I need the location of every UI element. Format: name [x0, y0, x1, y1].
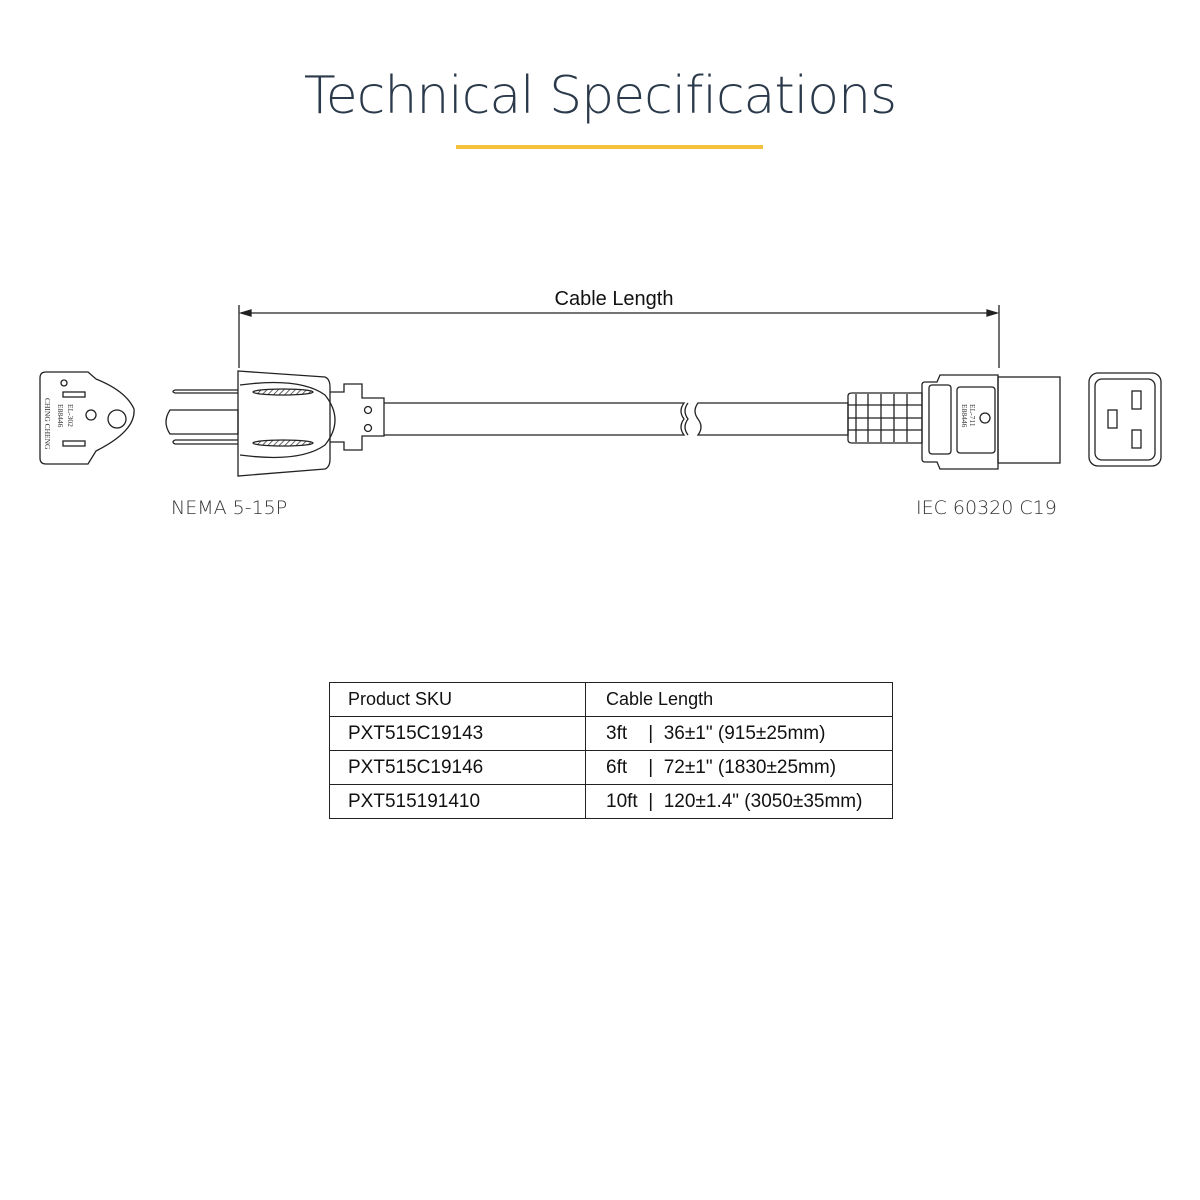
c19-connector-face-icon [1088, 372, 1162, 467]
nema-plug-face-icon [39, 371, 135, 465]
length-cell: 6ft | 72±1" (1830±25mm) [585, 750, 893, 785]
connector-marking-model: EL-711 [968, 404, 977, 427]
cable-diagram: EL-302 E88446 CHING CHENG EL-711 E88446 … [39, 288, 1162, 477]
table-header-row: Product SKU Cable Length [329, 682, 893, 717]
plug-marking-model: EL-302 [66, 404, 75, 427]
dimension-line [238, 305, 1000, 368]
title-underline [456, 145, 763, 149]
length-cell: 10ft | 120±1.4" (3050±35mm) [585, 784, 893, 819]
page-title: Technical Specifications [303, 66, 897, 126]
nema-plug-side-icon [165, 370, 385, 477]
connector-marking-file: E88446 [960, 404, 969, 428]
dimension-label: Cable Length [555, 288, 674, 310]
spec-table: Product SKU Cable Length PXT515C19143 3f… [329, 682, 893, 819]
sku-cell: PXT515191410 [329, 784, 586, 819]
cable-icon [384, 402, 849, 436]
length-cell: 3ft | 36±1" (915±25mm) [585, 716, 893, 751]
header-length: Cable Length [585, 682, 893, 717]
sku-cell: PXT515C19143 [329, 716, 586, 751]
right-connector-label: IEC 60320 C19 [916, 497, 1057, 519]
header-sku: Product SKU [329, 682, 586, 717]
plug-marking-file: E88446 [56, 404, 65, 428]
plug-marking-brand: CHING CHENG [43, 398, 52, 450]
table-row: PXT515C19146 6ft | 72±1" (1830±25mm) [329, 750, 893, 785]
sku-cell: PXT515C19146 [329, 750, 586, 785]
table-row: PXT515191410 10ft | 120±1.4" (3050±35mm) [329, 784, 893, 819]
left-connector-label: NEMA 5-15P [171, 497, 288, 519]
table-row: PXT515C19143 3ft | 36±1" (915±25mm) [329, 716, 893, 751]
c19-connector-side-icon [847, 374, 1061, 470]
